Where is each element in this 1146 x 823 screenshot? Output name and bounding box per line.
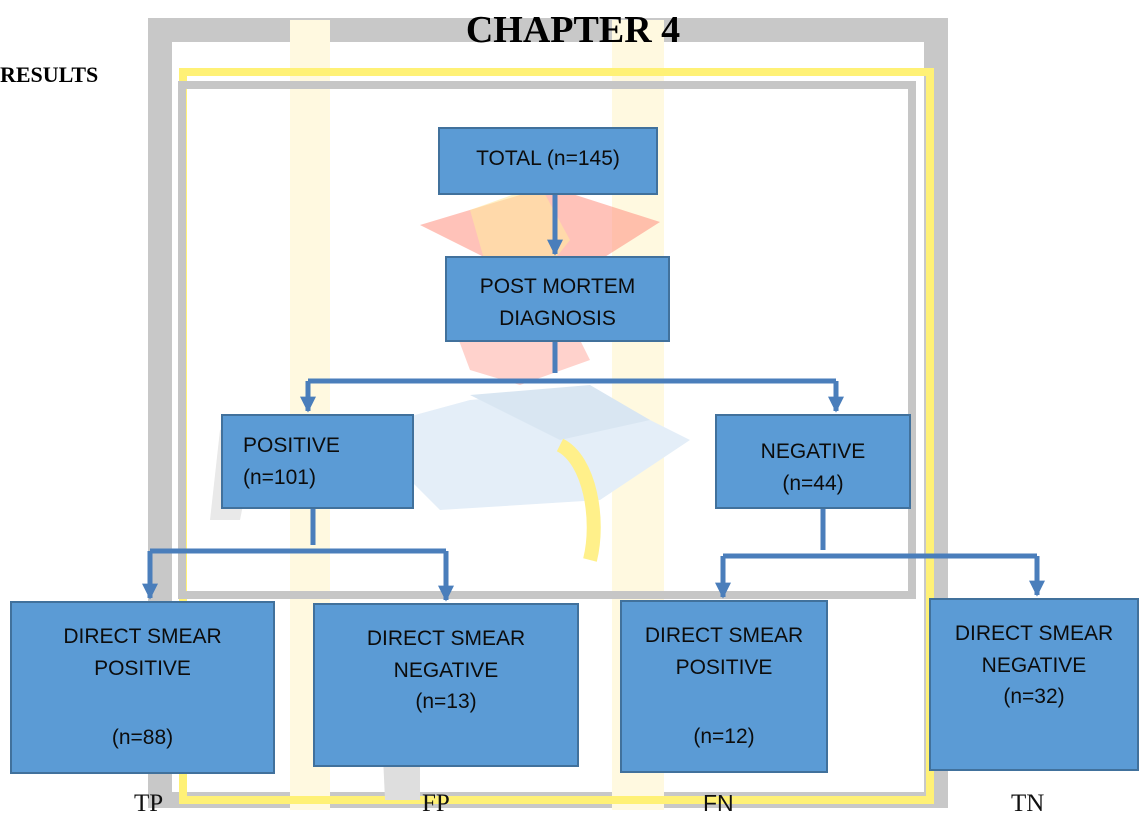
false-positive-box-line2: NEGATIVE [393, 658, 499, 682]
post-mortem-box-line2: DIAGNOSIS [499, 306, 616, 330]
negative-box-line2: (n=44) [782, 471, 844, 495]
false-positive-box: DIRECT SMEAR NEGATIVE (n=13) [313, 603, 579, 767]
total-box: TOTAL (n=145) [438, 127, 658, 195]
false-negative-box-line2: POSITIVE [675, 655, 773, 679]
positive-box: POSITIVE (n=101) [221, 414, 414, 509]
negative-box: NEGATIVE (n=44) [715, 414, 911, 509]
false-negative-box: DIRECT SMEAR POSITIVE (n=12) [620, 600, 828, 773]
true-negative-box-line1: DIRECT SMEAR [954, 622, 1114, 645]
tn-label: TN [1011, 790, 1045, 817]
positive-box-line1: POSITIVE [243, 434, 340, 457]
tp-label: TP [134, 790, 164, 817]
false-negative-box-count: (n=12) [693, 725, 755, 748]
fp-label: FP [422, 790, 450, 817]
true-positive-box-line2: POSITIVE [94, 656, 191, 680]
true-negative-box: DIRECT SMEAR NEGATIVE (n=32) [929, 598, 1139, 771]
total-box-label: TOTAL (n=145) [476, 147, 620, 170]
true-positive-box: DIRECT SMEAR POSITIVE (n=88) [10, 601, 275, 774]
true-positive-box-count: (n=88) [111, 726, 174, 749]
post-mortem-box: POST MORTEM DIAGNOSIS [445, 256, 670, 342]
chapter-title: CHAPTER 4 [465, 9, 681, 51]
positive-box-line2: (n=101) [243, 465, 316, 489]
post-mortem-box-line1: POST MORTEM [479, 275, 636, 298]
true-positive-box-line1: DIRECT SMEAR [63, 625, 222, 648]
negative-box-line1: NEGATIVE [760, 440, 866, 463]
false-negative-box-line1: DIRECT SMEAR [644, 624, 804, 647]
true-negative-box-count: (n=32) [1003, 685, 1065, 708]
section-title: RESULTS [0, 62, 99, 87]
false-positive-box-line1: DIRECT SMEAR [366, 627, 526, 650]
true-negative-box-line2: NEGATIVE [981, 653, 1087, 677]
false-positive-box-count: (n=13) [415, 690, 477, 713]
fn-label: FN [703, 790, 734, 816]
